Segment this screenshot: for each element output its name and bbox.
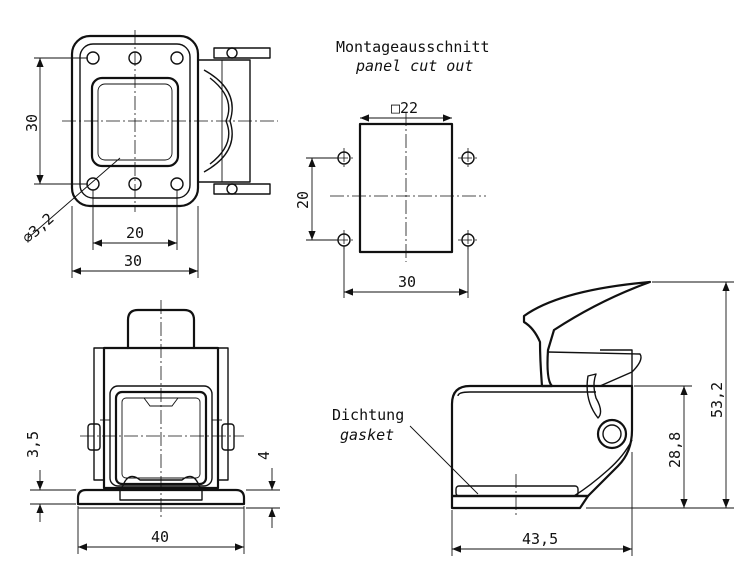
- dim-top-inner-width: 20: [126, 224, 144, 242]
- dim-cutout-height: 20: [294, 191, 312, 209]
- side-view-base: [450, 494, 590, 510]
- side-view-pin: [596, 418, 628, 450]
- gasket-label-de: Dichtung: [332, 406, 404, 424]
- dim-cutout-width: 30: [398, 273, 416, 291]
- side-view-body: [450, 384, 634, 498]
- dim-side-body-height: 28,8: [666, 432, 684, 468]
- front-view-base: [76, 488, 246, 506]
- dim-top-outer-width: 30: [124, 252, 142, 270]
- dim-hole-diameter: ⌀3,2: [19, 209, 58, 247]
- side-view-gasket: [455, 485, 579, 497]
- dim-top-height: 30: [23, 114, 41, 132]
- dim-side-width: 43,5: [522, 530, 558, 548]
- dim-front-width: 40: [151, 528, 169, 546]
- front-view: 3,5 4 40: [24, 300, 280, 554]
- panel-cutout-view: Montageausschnitt panel cut out □22 20: [294, 38, 490, 298]
- cutout-title-en: panel cut out: [355, 57, 473, 75]
- dim-side-total-height: 53,2: [708, 382, 726, 418]
- gasket-label-en: gasket: [340, 426, 394, 444]
- cutout-title-de: Montageausschnitt: [336, 38, 490, 56]
- side-view: Dichtung gasket 53,2 28,8 43,5: [332, 280, 734, 556]
- dim-cutout-square: □22: [391, 99, 418, 117]
- front-view-latch: [87, 347, 235, 481]
- dim-front-right-small: 4: [255, 451, 273, 460]
- dim-front-left-small: 3,5: [24, 431, 42, 458]
- top-view: 30 20 30 ⌀3,2: [19, 30, 278, 278]
- side-view-lever: [522, 280, 652, 388]
